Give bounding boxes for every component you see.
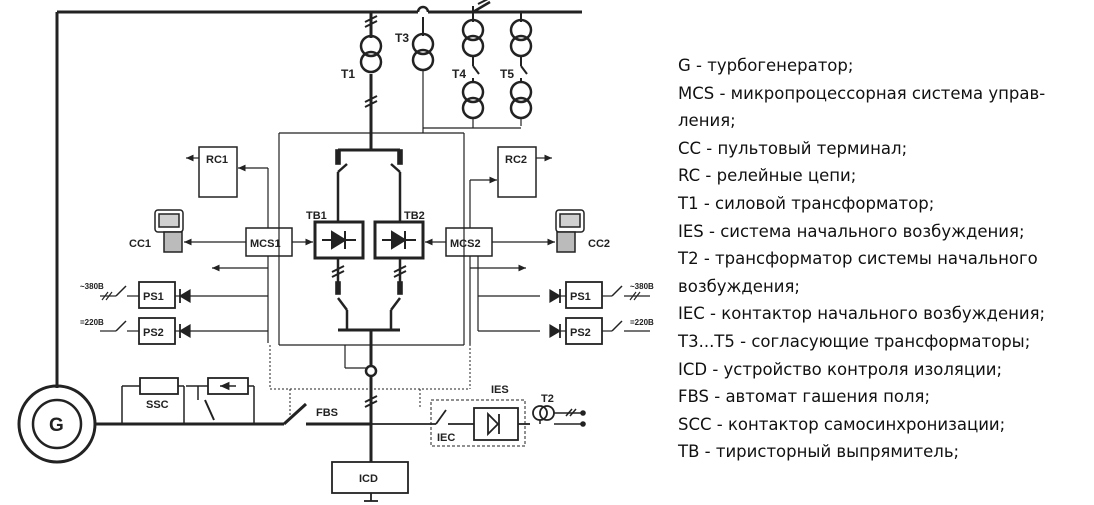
- legend-item: MCS - микропроцессорная система управ-: [678, 83, 1046, 103]
- legend-item: G - турбогенератор;: [678, 56, 854, 75]
- label-ies: IES: [491, 384, 509, 396]
- ies-rectifier: [473, 407, 519, 441]
- tb1-lower-switch: [337, 297, 348, 311]
- label-v380-left: ~380B: [80, 282, 104, 291]
- label-g: G: [49, 415, 64, 436]
- label-v220-right: =220B: [630, 318, 654, 327]
- tb2-lower-switch: [390, 297, 401, 311]
- label-t2: T2: [541, 393, 554, 405]
- label-t5: T5: [500, 67, 514, 81]
- legend-item: RC - релейные цепи;: [678, 166, 857, 186]
- legend-item: Т1 - силовой трансформатор;: [678, 193, 935, 213]
- ps1-left-box: [138, 281, 176, 309]
- legend-item: СС - пультовый терминал;: [678, 138, 908, 158]
- fbs-switch: [282, 402, 308, 426]
- label-rc1: RC1: [206, 154, 228, 166]
- cc2-terminal-icon: [555, 209, 585, 253]
- iec-switch: [435, 409, 447, 425]
- rc2-box: [497, 146, 537, 198]
- legend-item: IES - система начального возбуждения;: [678, 221, 1025, 241]
- label-tb1: TB1: [306, 210, 327, 222]
- legend-item: FBS - автомат гашения поля;: [678, 387, 931, 407]
- label-cc2: CC2: [588, 238, 610, 250]
- label-mcs1: MCS1: [250, 238, 281, 250]
- label-v220-left: =220B: [80, 318, 104, 327]
- label-t1: T1: [341, 67, 355, 81]
- label-tb2: TB2: [404, 210, 425, 222]
- label-ps2-right: PS2: [570, 327, 591, 339]
- legend-item: ICD - устройство контроля изоляции;: [678, 359, 1003, 379]
- label-v380-right: ~380B: [630, 282, 654, 291]
- legend-item: SCC - контактор самосинхронизации;: [678, 414, 1006, 434]
- label-ssc: SSC: [146, 399, 169, 411]
- icd-box: [331, 461, 409, 494]
- t3-transformer-symbol: [411, 32, 435, 72]
- excitation-system-schematic: T1 T3 T4 T5 TB1 TB2 RC1 RC2 CC1 CC2 MCS1…: [17, 0, 654, 502]
- t1-transformer-symbol: [359, 34, 383, 74]
- legend-list: G - турбогенератор; MCS - микропроцессор…: [678, 52, 1088, 466]
- label-ps1-right: PS1: [570, 291, 591, 303]
- label-ps1-left: PS1: [143, 291, 164, 303]
- rc1-box: [198, 146, 238, 198]
- label-fbs: FBS: [316, 407, 338, 419]
- legend-item: ления;: [678, 111, 736, 131]
- label-ps2-left: PS2: [143, 327, 164, 339]
- legend-item: IEC - контактор начального возбуждения;: [678, 304, 1046, 324]
- legend-item: Т3...Т5 - согласующие трансформаторы;: [678, 331, 1031, 351]
- label-rc2: RC2: [505, 154, 527, 166]
- ssc-box: [139, 377, 179, 395]
- cc1-terminal-icon: [154, 209, 184, 253]
- label-icd: ICD: [359, 473, 378, 485]
- legend-item: ТВ - тиристорный выпрямитель;: [678, 442, 960, 462]
- t2-transformer-symbol: [532, 405, 555, 421]
- label-cc1: CC1: [129, 238, 151, 250]
- ps1-right-box: [565, 281, 603, 309]
- legend-item: Т2 - трансформатор системы начального: [678, 249, 1038, 269]
- label-t3: T3: [395, 31, 409, 45]
- label-t4: T4: [452, 67, 466, 81]
- label-mcs2: MCS2: [450, 238, 481, 250]
- legend-item: возбуждения;: [678, 276, 800, 296]
- ssc-switch: [204, 399, 215, 421]
- label-iec: IEC: [437, 432, 455, 444]
- ies-frame: [430, 399, 526, 447]
- main-busbar: [57, 5, 582, 14]
